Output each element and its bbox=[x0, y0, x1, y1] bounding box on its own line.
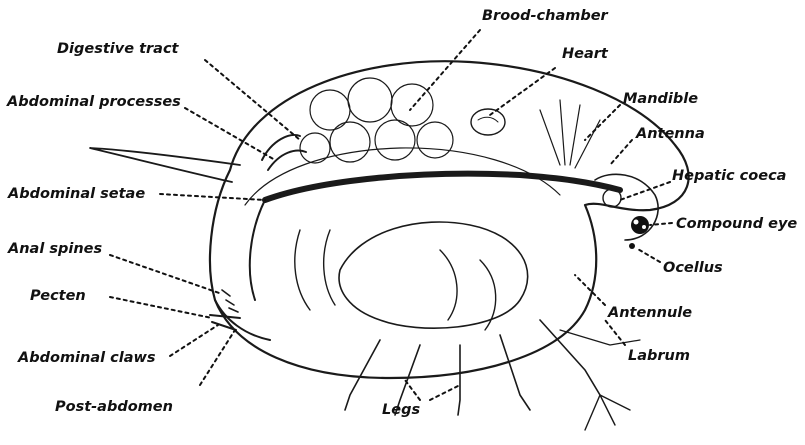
label-ocellus: Ocellus bbox=[663, 260, 723, 276]
label-pecten: Pecten bbox=[30, 288, 86, 304]
label-digestive-tract: Digestive tract bbox=[57, 41, 180, 57]
heart-organ bbox=[471, 109, 505, 135]
ocellus-mark bbox=[629, 243, 635, 249]
label-mandible: Mandible bbox=[623, 91, 698, 107]
inner-organs bbox=[295, 222, 528, 330]
label-abdominal-setae: Abdominal setae bbox=[7, 186, 145, 202]
brood-eggs bbox=[300, 78, 453, 163]
label-abdominal-processes: Abdominal processes bbox=[6, 94, 181, 110]
label-antenna: Antenna bbox=[635, 126, 705, 142]
post-abdomen-drawing bbox=[210, 290, 270, 340]
compound-eye-mark bbox=[631, 216, 649, 234]
label-heart: Heart bbox=[562, 46, 609, 62]
label-post-abdomen: Post-abdomen bbox=[55, 399, 173, 415]
label-legs: Legs bbox=[382, 402, 420, 418]
digestive-tract bbox=[250, 174, 620, 300]
label-antennule: Antennule bbox=[607, 305, 692, 321]
label-abdominal-claws: Abdominal claws bbox=[17, 350, 156, 366]
head-region bbox=[540, 100, 658, 249]
label-brood-chamber: Brood-chamber bbox=[482, 8, 609, 24]
abdominal-processes bbox=[262, 135, 306, 170]
label-compound-eye: Compound eye bbox=[676, 216, 797, 232]
label-labrum: Labrum bbox=[628, 348, 690, 364]
label-hepatic-coeca: Hepatic coeca bbox=[672, 168, 786, 184]
label-anal-spines: Anal spines bbox=[7, 241, 102, 257]
